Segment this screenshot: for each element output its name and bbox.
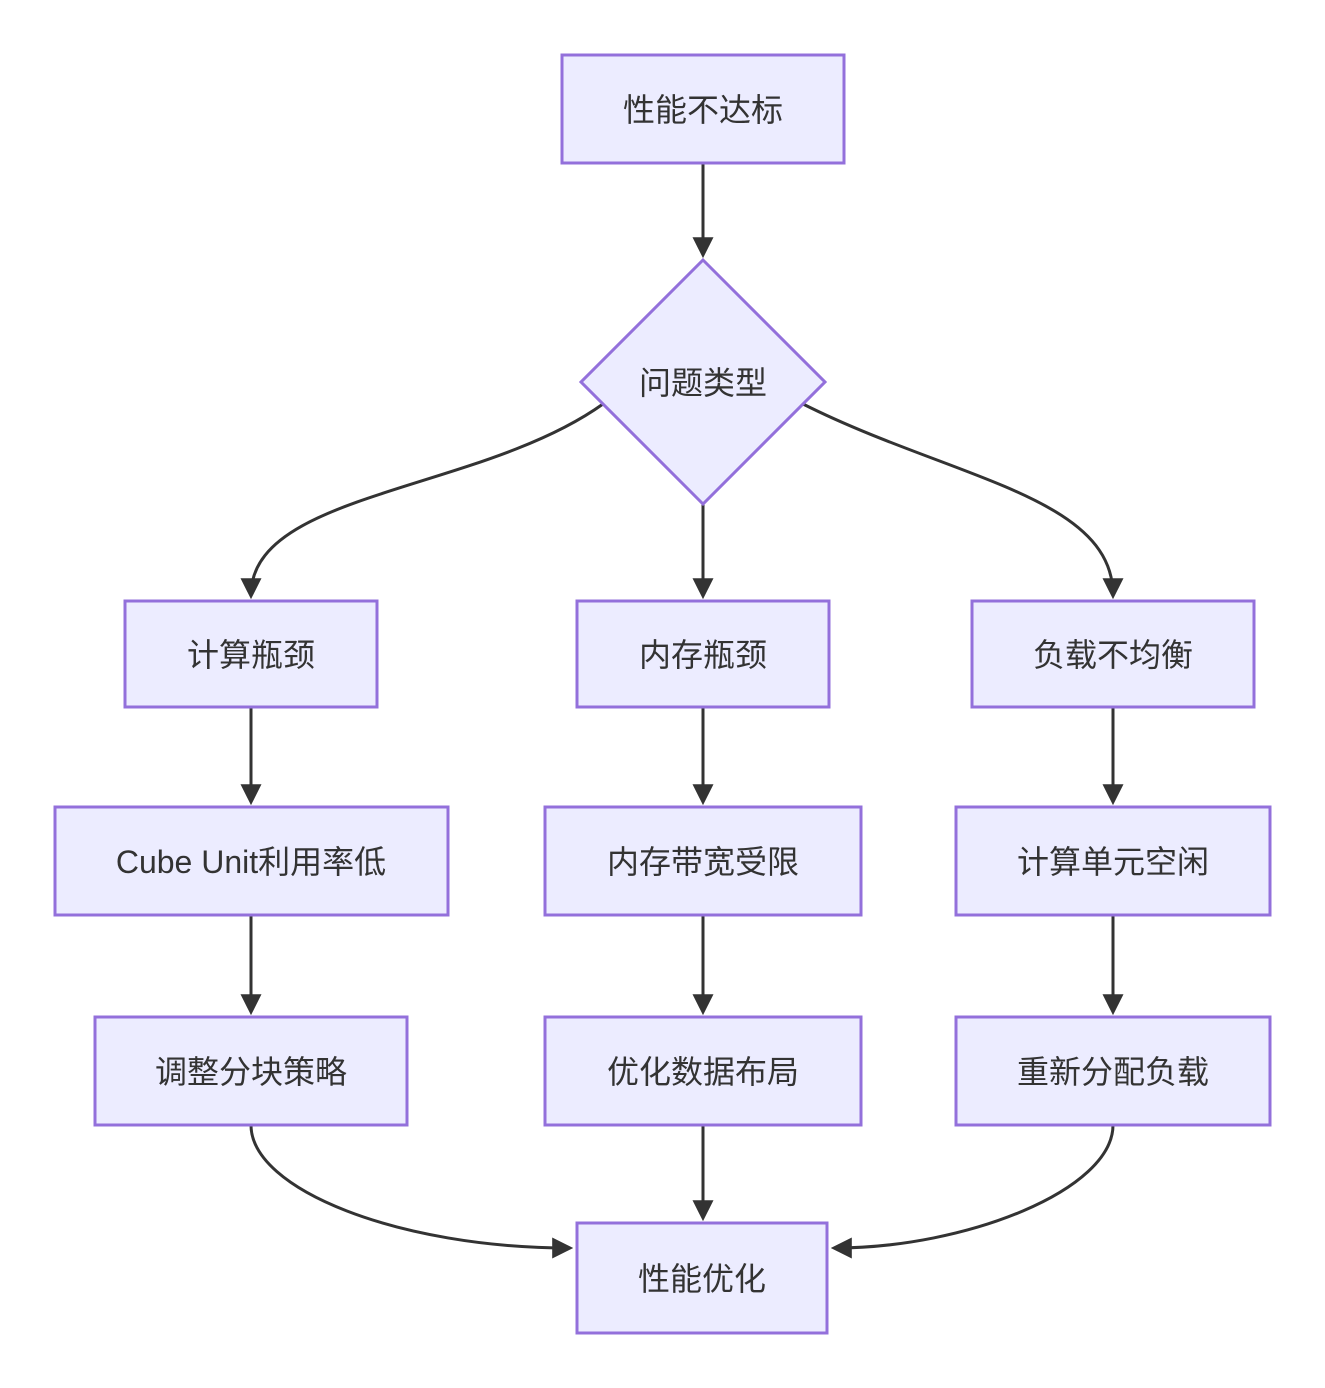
- node-optimize-layout-label: 优化数据布局: [607, 1054, 799, 1090]
- node-mem-bandwidth-limited-label: 内存带宽受限: [607, 844, 799, 880]
- node-optimize-layout-box: [543, 1015, 863, 1127]
- node-compute-bottleneck-label: 计算瓶颈: [187, 637, 315, 673]
- node-mem-bandwidth-limited: 内存带宽受限: [543, 805, 863, 917]
- node-compute-bottleneck-box: [123, 599, 379, 709]
- node-perf-optimization-box: [575, 1221, 829, 1335]
- node-compute-unit-idle: 计算单元空闲: [954, 805, 1272, 917]
- edge-layer: [240, 163, 1124, 1259]
- node-start-box: [560, 53, 846, 165]
- node-redistribute-load-label: 重新分配负载: [1017, 1054, 1209, 1090]
- node-load-imbalance-label: 负载不均衡: [1033, 637, 1193, 673]
- node-redistribute-load-box: [954, 1015, 1272, 1127]
- node-adjust-tiling-label: 调整分块策略: [155, 1054, 347, 1090]
- node-layer: 性能不达标 问题类型 计算瓶颈 内存瓶颈 负载不均衡 Cube Unit利用率低…: [53, 53, 1272, 1335]
- node-memory-bottleneck-box: [575, 599, 831, 709]
- node-decision: 问题类型: [578, 257, 828, 507]
- node-perf-optimization: 性能优化: [575, 1221, 829, 1335]
- node-compute-bottleneck: 计算瓶颈: [123, 599, 379, 709]
- node-cube-util-low-box: [53, 805, 450, 917]
- node-perf-optimization-label: 性能优化: [638, 1261, 766, 1297]
- edge-rebalance-to-optimized: [830, 1124, 1115, 1259]
- edge-decision-to-load: [802, 402, 1124, 600]
- node-memory-bottleneck-label: 内存瓶颈: [639, 637, 767, 673]
- node-cube-util-low: Cube Unit利用率低: [53, 805, 450, 917]
- node-redistribute-load: 重新分配负载: [954, 1015, 1272, 1127]
- node-mem-bandwidth-limited-box: [543, 805, 863, 917]
- node-start-label: 性能不达标: [623, 92, 783, 128]
- node-memory-bottleneck: 内存瓶颈: [575, 599, 831, 709]
- node-compute-unit-idle-label: 计算单元空闲: [1017, 844, 1209, 880]
- node-load-imbalance: 负载不均衡: [970, 599, 1256, 709]
- node-load-imbalance-box: [970, 599, 1256, 709]
- node-decision-diamond: [578, 257, 828, 507]
- node-start: 性能不达标: [560, 53, 846, 165]
- node-adjust-tiling-box: [93, 1015, 409, 1127]
- edge-decision-to-compute: [240, 402, 604, 600]
- edge-tiling-to-optimized: [249, 1124, 574, 1259]
- node-cube-util-low-label: Cube Unit利用率低: [116, 844, 386, 880]
- node-compute-unit-idle-box: [954, 805, 1272, 917]
- node-adjust-tiling: 调整分块策略: [93, 1015, 409, 1127]
- node-optimize-layout: 优化数据布局: [543, 1015, 863, 1127]
- node-decision-label: 问题类型: [639, 365, 767, 401]
